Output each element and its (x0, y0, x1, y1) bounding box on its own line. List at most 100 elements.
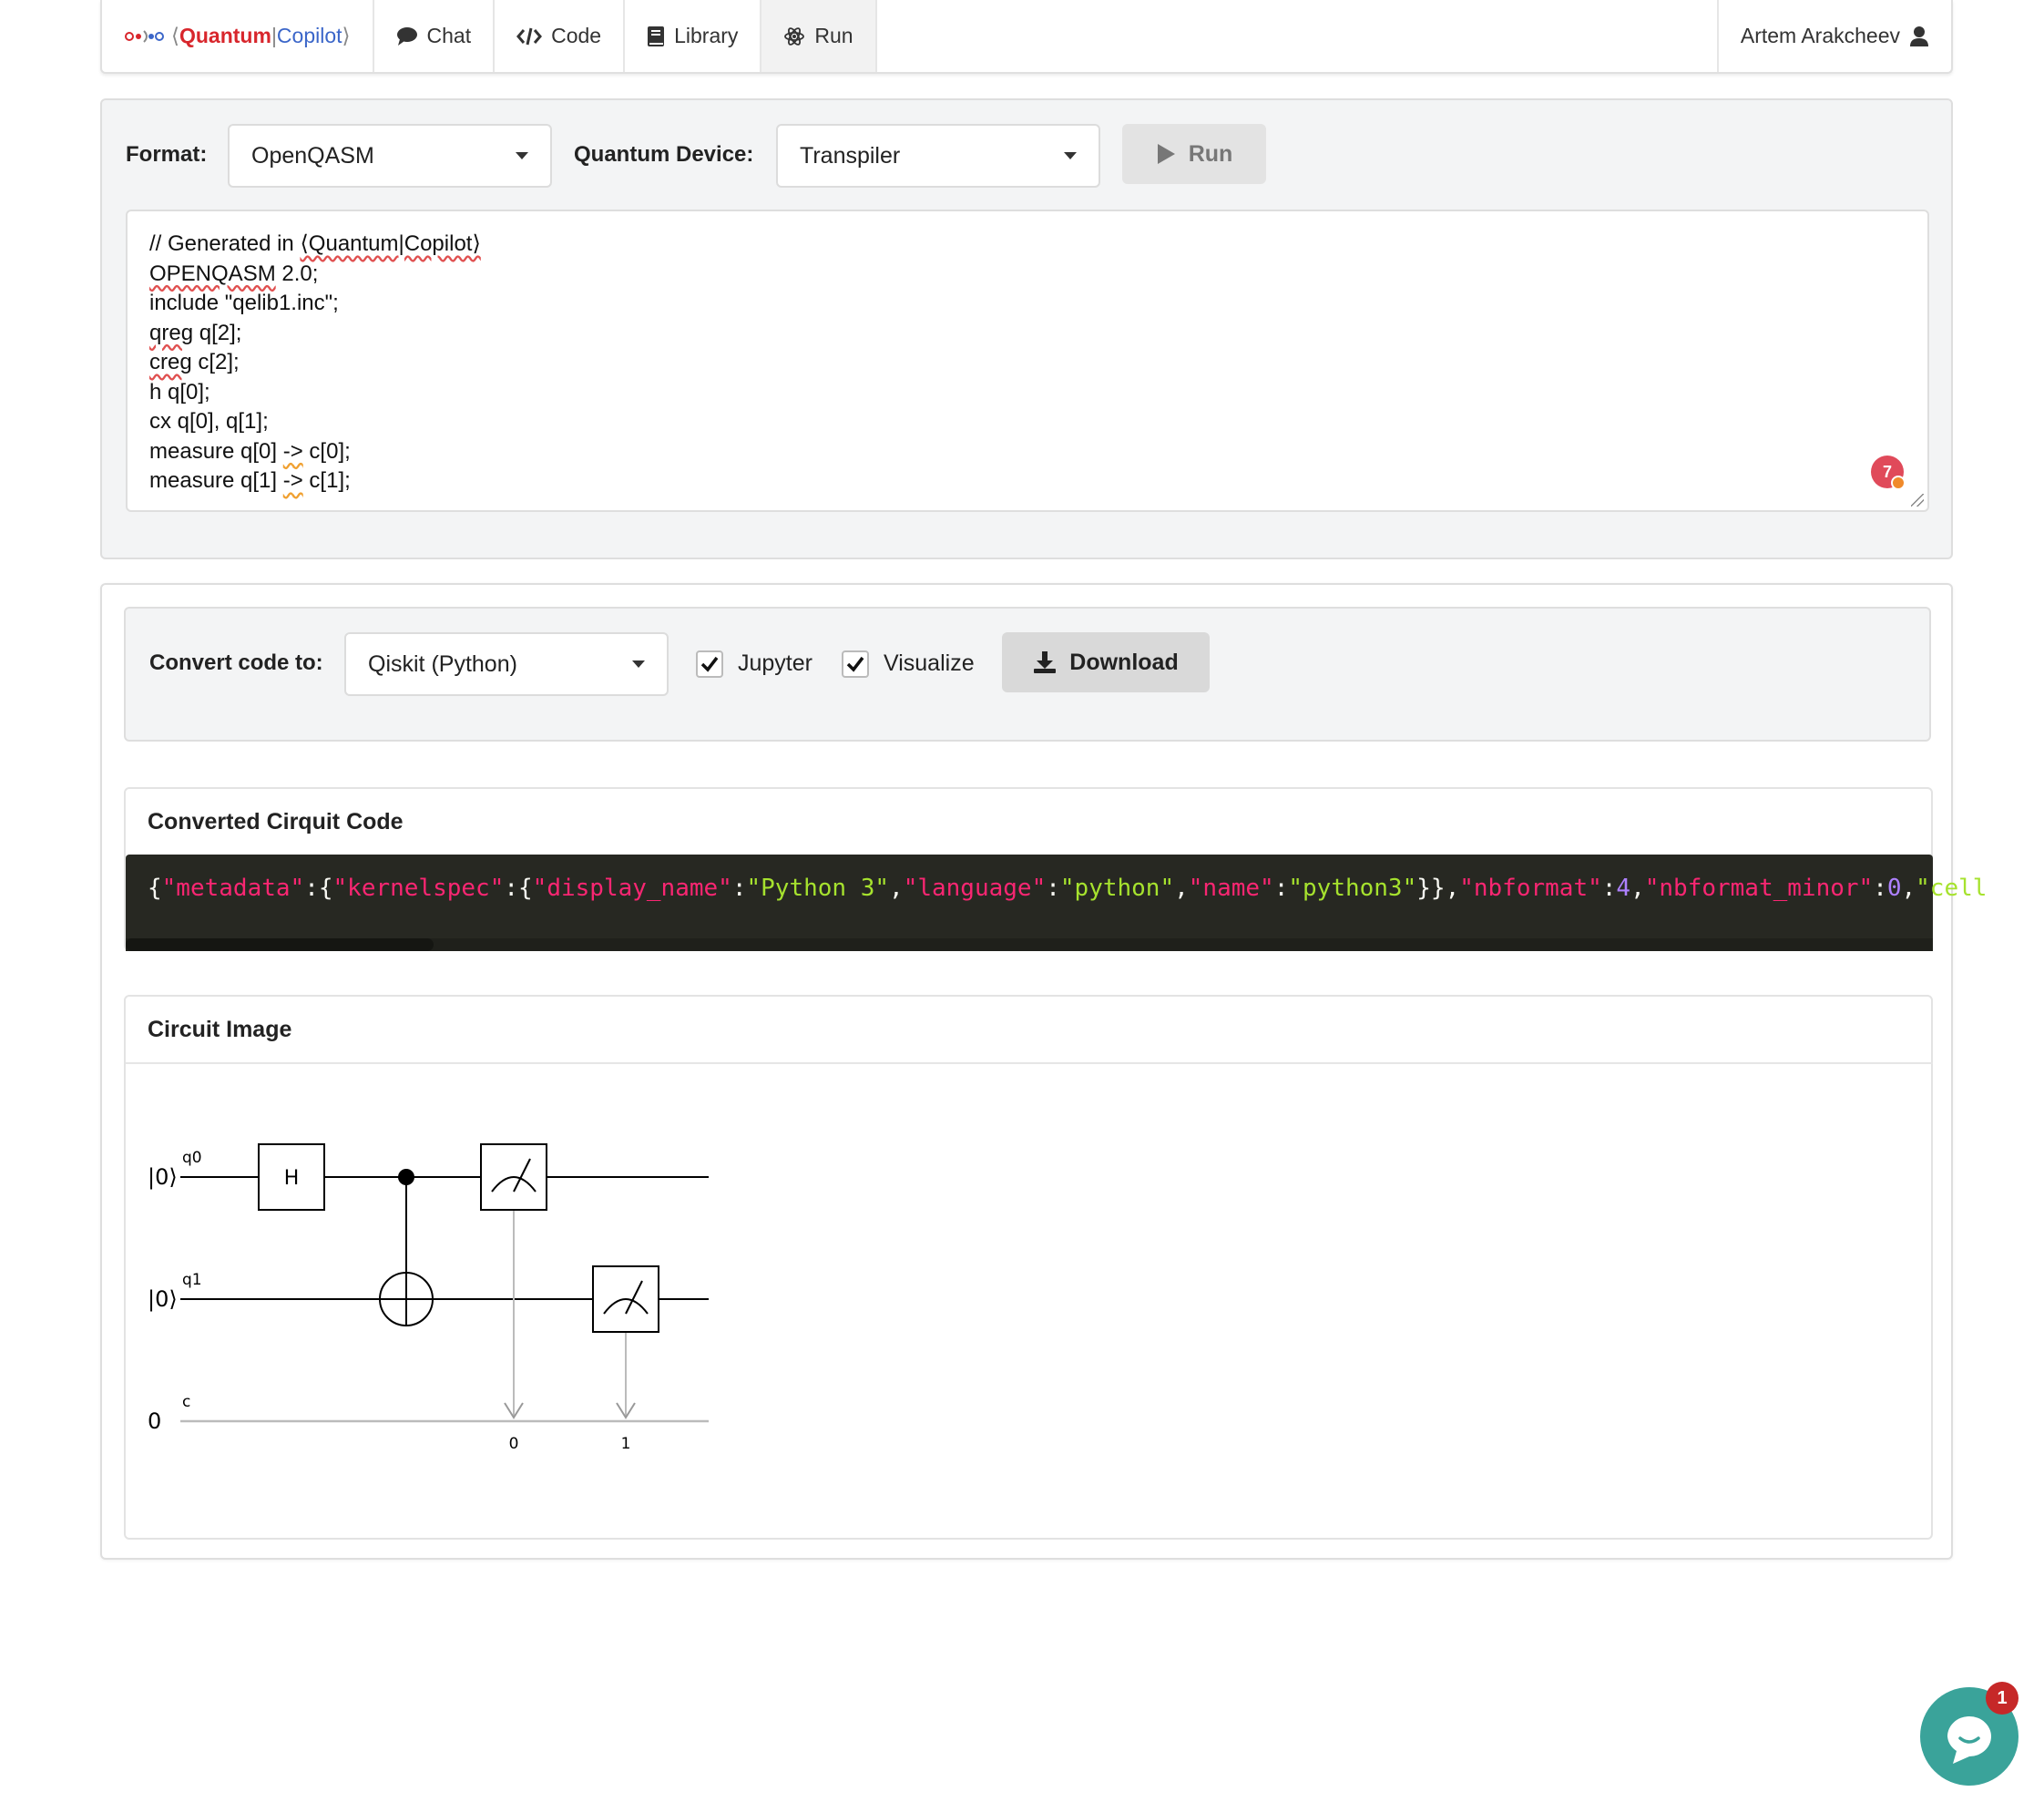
jupyter-checkbox[interactable] (696, 650, 723, 678)
code-line: cx q[0], q[1]; (149, 407, 1906, 437)
device-dropdown[interactable]: Transpiler (776, 124, 1100, 188)
format-value: OpenQASM (251, 142, 374, 169)
atom-icon (784, 26, 805, 46)
code-line: // Generated in ⟨Quantum|Copilot⟩ (149, 230, 1906, 260)
code-line-text: h q[0]; (149, 379, 210, 404)
download-button-label: Download (1069, 649, 1179, 675)
json-punct: , (889, 875, 904, 902)
error-count: 7 (1882, 462, 1892, 481)
measure-target-1: 1 (621, 1435, 631, 1453)
format-dropdown[interactable]: OpenQASM (228, 124, 552, 188)
circuit-image: |0⟩ q0 |0⟩ q1 0 c H (126, 1062, 1933, 1540)
hadamard-gate: H (258, 1143, 325, 1211)
measure-gate-q1: 1 (592, 1265, 659, 1453)
json-key: "metadata" (161, 875, 305, 902)
run-button[interactable]: Run (1122, 124, 1266, 184)
nav-chat[interactable]: Chat (374, 0, 496, 72)
control-dot (398, 1169, 414, 1185)
format-label: Format: (126, 142, 208, 167)
converted-code-title: Converted Cirquit Code (148, 808, 404, 834)
play-icon (1157, 144, 1175, 164)
json-key: "name" (1188, 875, 1274, 902)
code-line-text: measure q[1] -> c[1]; (149, 468, 351, 493)
nav-chat-label: Chat (426, 24, 472, 47)
code-line: creg c[2]; (149, 348, 1906, 378)
code-line-text: qreg q[2]; (149, 320, 242, 345)
checkmark-icon (700, 656, 719, 672)
json-number: 0 (1886, 875, 1902, 902)
brand-quantum: Quantum (179, 24, 271, 47)
json-key: "nbformat" (1459, 875, 1602, 902)
json-punct: : (1873, 875, 1887, 902)
circuit-image-title: Circuit Image (148, 1016, 292, 1042)
hadamard-gate-label: H (284, 1167, 300, 1190)
nav-code-label: Code (551, 24, 602, 47)
convert-target-value: Qiskit (Python) (368, 650, 517, 677)
json-punct: : (504, 875, 519, 902)
scrollbar-thumb[interactable] (126, 938, 434, 951)
code-line-text: measure q[0] -> c[0]; (149, 438, 351, 464)
converted-code-card: Converted Cirquit Code {"metadata":{"ker… (124, 787, 1987, 951)
code-line: h q[0]; (149, 378, 1906, 408)
chat-unread-badge: 1 (1986, 1682, 2018, 1715)
chat-icon (396, 26, 417, 46)
run-segment: Format: OpenQASM Quantum Device: Transpi… (100, 98, 1953, 559)
code-line-text: creg c[2]; (149, 350, 240, 374)
wire-name-q1: q1 (182, 1271, 202, 1289)
download-button[interactable]: Download (1002, 632, 1210, 692)
converted-code-block[interactable]: {"metadata":{"kernelspec":{"display_name… (126, 855, 1987, 951)
json-key: "display_name" (532, 875, 732, 902)
chevron-down-icon (516, 152, 528, 159)
nav-run-label: Run (814, 24, 853, 47)
horizontal-scrollbar[interactable] (126, 938, 1933, 951)
converted-code-text: {"metadata":{"kernelspec":{"display_name… (148, 875, 1987, 902)
wire-state-c: 0 (148, 1408, 161, 1434)
json-punct: , (1630, 875, 1645, 902)
json-punct: : (1601, 875, 1617, 902)
nav-run[interactable]: Run (761, 0, 877, 72)
user-icon (1910, 26, 1928, 46)
convert-panel: Convert code to: Qiskit (Python) Jupyter… (124, 607, 1931, 742)
wire-name-q0: q0 (182, 1149, 202, 1167)
code-line: OPENQASM 2.0; (149, 260, 1906, 290)
json-string: "cell (1916, 875, 1988, 902)
code-line: measure q[1] -> c[1]; (149, 466, 1906, 497)
qasm-editor[interactable]: // Generated in ⟨Quantum|Copilot⟩ OPENQA… (126, 210, 1929, 512)
brand-logo[interactable]: ⟨Quantum|Copilot⟩ (102, 0, 374, 72)
nav-library-label: Library (674, 24, 739, 47)
resize-handle-icon[interactable] (1911, 494, 1924, 507)
logo-icon (125, 29, 164, 43)
code-line: qreg q[2]; (149, 319, 1906, 349)
json-punct: } (1416, 875, 1431, 902)
wire-name-c: c (182, 1393, 190, 1411)
convert-target-dropdown[interactable]: Qiskit (Python) (344, 632, 669, 696)
measure-target-0: 0 (509, 1435, 519, 1453)
nav-code[interactable]: Code (495, 0, 626, 72)
chevron-down-icon (632, 660, 645, 668)
user-menu[interactable]: Artem Arakcheev (1716, 0, 1951, 72)
code-icon (516, 27, 543, 45)
nav-library[interactable]: Library (625, 0, 762, 72)
jupyter-label[interactable]: Jupyter (738, 650, 812, 676)
device-value: Transpiler (800, 142, 901, 169)
visualize-label[interactable]: Visualize (884, 650, 975, 676)
json-punct: , (1901, 875, 1916, 902)
code-line: measure q[0] -> c[0]; (149, 437, 1906, 467)
error-count-badge[interactable]: 7 (1871, 456, 1906, 490)
json-key: "kernelspec" (332, 875, 505, 902)
visualize-checkbox[interactable] (842, 650, 869, 678)
lint-marker: creg (149, 350, 192, 374)
code-line-text: include "qelib1.inc"; (149, 291, 339, 315)
brand-bar: | (271, 24, 277, 47)
user-name: Artem Arakcheev (1740, 24, 1900, 47)
brand-left-angle: ⟨ (171, 24, 179, 47)
book-icon (648, 26, 665, 46)
download-icon (1034, 651, 1057, 673)
run-button-label: Run (1188, 140, 1233, 167)
chevron-down-icon (1064, 152, 1077, 159)
wire-state-q1: |0⟩ (148, 1286, 178, 1312)
nav-spacer (877, 0, 1717, 72)
brand-copilot: Copilot (276, 24, 342, 47)
code-line-text: OPENQASM 2.0; (149, 261, 319, 286)
circuit-image-card: Circuit Image |0⟩ q0 |0⟩ q1 0 c H (124, 995, 1933, 1540)
